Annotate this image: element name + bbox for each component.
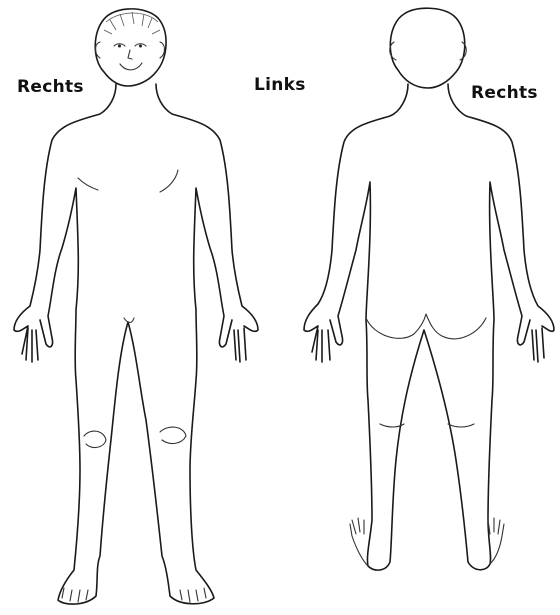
- front-toes-right: [180, 588, 206, 602]
- front-hair: [104, 12, 160, 34]
- front-pupil-right: [139, 45, 142, 48]
- label-center-left: Links: [254, 75, 306, 95]
- front-figure: [14, 9, 258, 604]
- front-knee-left: [84, 431, 106, 447]
- back-body-outline: [304, 84, 554, 570]
- label-back-right: Rechts: [471, 83, 538, 103]
- back-ear-right: [460, 42, 466, 60]
- front-body-outline: [14, 84, 258, 604]
- front-mouth: [120, 63, 142, 70]
- front-pupil-left: [118, 45, 121, 48]
- front-chest-right: [160, 170, 178, 192]
- front-nose: [128, 50, 132, 59]
- front-toes-left: [62, 588, 88, 602]
- front-head: [95, 9, 166, 86]
- back-knee-right: [448, 424, 474, 427]
- back-foot-left: [350, 518, 368, 566]
- front-groin: [124, 318, 134, 323]
- front-chest-left: [78, 178, 98, 190]
- label-front-right: Rechts: [17, 77, 84, 97]
- front-knee-right: [160, 427, 186, 443]
- back-head: [390, 8, 464, 88]
